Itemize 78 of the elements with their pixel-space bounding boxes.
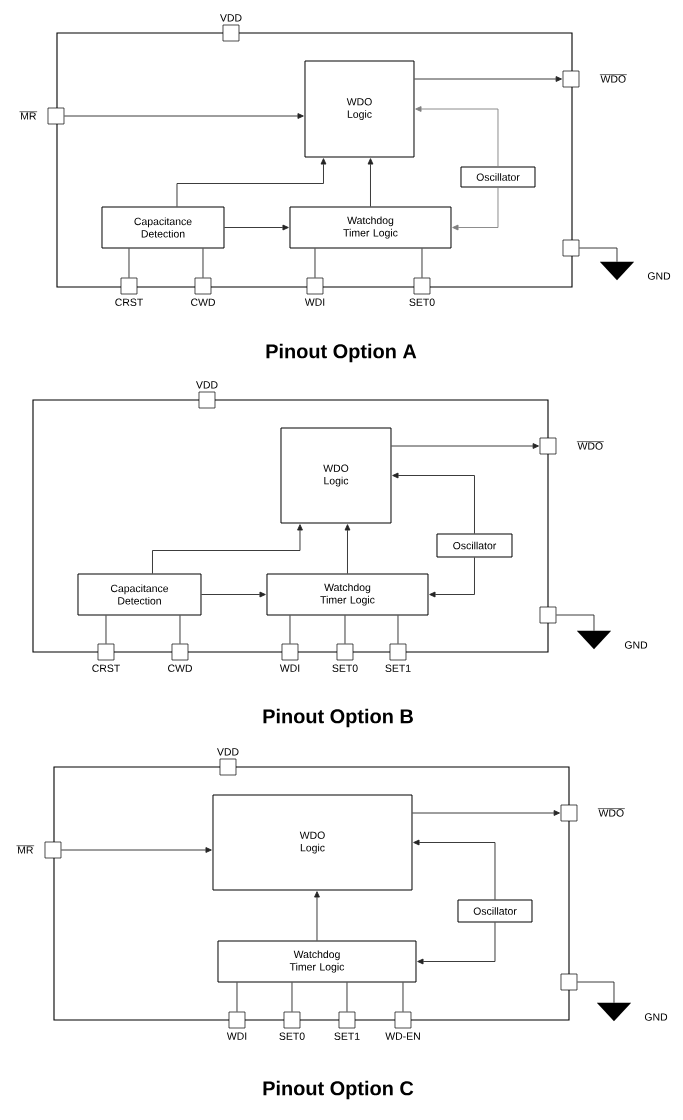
- ground-label: GND: [624, 641, 648, 649]
- connection-line: [555, 614, 595, 632]
- connection-line: [291, 982, 293, 1013]
- arrow: [413, 839, 496, 900]
- pin-label: CWD: [168, 664, 192, 672]
- pin-label: SET1: [385, 664, 411, 672]
- connection-line: [421, 248, 423, 279]
- connection-line: [397, 615, 399, 645]
- pin-label: WD-EN: [385, 1032, 420, 1040]
- connection-line: [128, 248, 130, 279]
- arrow: [367, 158, 374, 207]
- pin-label: VDD: [196, 381, 218, 389]
- connection-line: [289, 615, 291, 645]
- pin-label: SET0: [279, 1032, 305, 1040]
- arrow: [392, 472, 475, 534]
- pin-label: VDD: [220, 14, 242, 22]
- pin-label: VDD: [217, 748, 239, 756]
- pin-label: SET0: [409, 298, 435, 306]
- connection-line: [578, 247, 618, 263]
- block-box: WDO Logic: [280, 427, 392, 524]
- ground-label: GND: [647, 272, 671, 280]
- arrow: [201, 591, 266, 598]
- block-box: Watchdog Timer Logic: [217, 940, 417, 983]
- pin-label: WDI: [279, 664, 300, 672]
- pin-label: MR: [16, 845, 35, 854]
- connection-line: [576, 981, 615, 1004]
- block-box: Oscillator: [457, 899, 533, 923]
- pin-label: MR: [19, 111, 38, 120]
- panel-caption: Pinout Option B: [263, 708, 413, 728]
- pin-label: WDO: [599, 74, 628, 83]
- connection-line: [314, 248, 316, 279]
- arrow: [452, 187, 499, 231]
- block-box: Watchdog Timer Logic: [289, 206, 452, 249]
- pin-square: [560, 973, 578, 991]
- pin-label: CRST: [115, 298, 143, 306]
- arrow: [176, 158, 327, 207]
- pin-label: CWD: [191, 298, 215, 306]
- arrow: [314, 891, 320, 941]
- pin-label: CRST: [92, 664, 120, 672]
- pin-label: SET0: [332, 664, 358, 672]
- arrow: [417, 922, 496, 965]
- block-box: Capacitance Detection: [77, 573, 202, 616]
- block-box: Oscillator: [436, 533, 513, 558]
- arrow: [60, 847, 212, 853]
- connection-line: [179, 615, 181, 645]
- ground-label: GND: [644, 1013, 668, 1021]
- arrow: [414, 76, 562, 82]
- pin-square: [539, 606, 557, 624]
- connection-line: [105, 615, 107, 645]
- arrow: [429, 557, 475, 598]
- block-box: Capacitance Detection: [101, 206, 225, 249]
- arrow: [63, 113, 304, 119]
- chip-outline: [32, 399, 549, 653]
- block-box: WDO Logic: [304, 60, 415, 158]
- arrow: [152, 524, 303, 574]
- chip-outline: [56, 32, 573, 288]
- panel-caption: Pinout Option C: [263, 1080, 414, 1100]
- connection-line: [202, 248, 204, 279]
- connection-line: [344, 615, 346, 645]
- connection-line: [236, 982, 238, 1013]
- arrow: [344, 524, 351, 574]
- block-box: Watchdog Timer Logic: [266, 573, 429, 616]
- pin-label: WDI: [226, 1032, 247, 1040]
- arrow: [391, 443, 539, 449]
- pin-label: SET1: [334, 1032, 360, 1040]
- pin-label: WDO: [597, 808, 626, 817]
- arrow: [224, 224, 289, 231]
- arrow: [415, 106, 499, 167]
- panel-caption: Pinout Option A: [266, 343, 417, 363]
- pin-label: WDO: [576, 441, 605, 450]
- arrow: [412, 810, 560, 816]
- pin-square: [562, 239, 580, 257]
- connection-line: [402, 982, 404, 1013]
- chip-outline: [53, 766, 570, 1021]
- pin-label: WDI: [304, 298, 325, 306]
- connection-line: [346, 982, 348, 1013]
- block-box: Oscillator: [460, 166, 536, 188]
- block-box: WDO Logic: [212, 794, 413, 891]
